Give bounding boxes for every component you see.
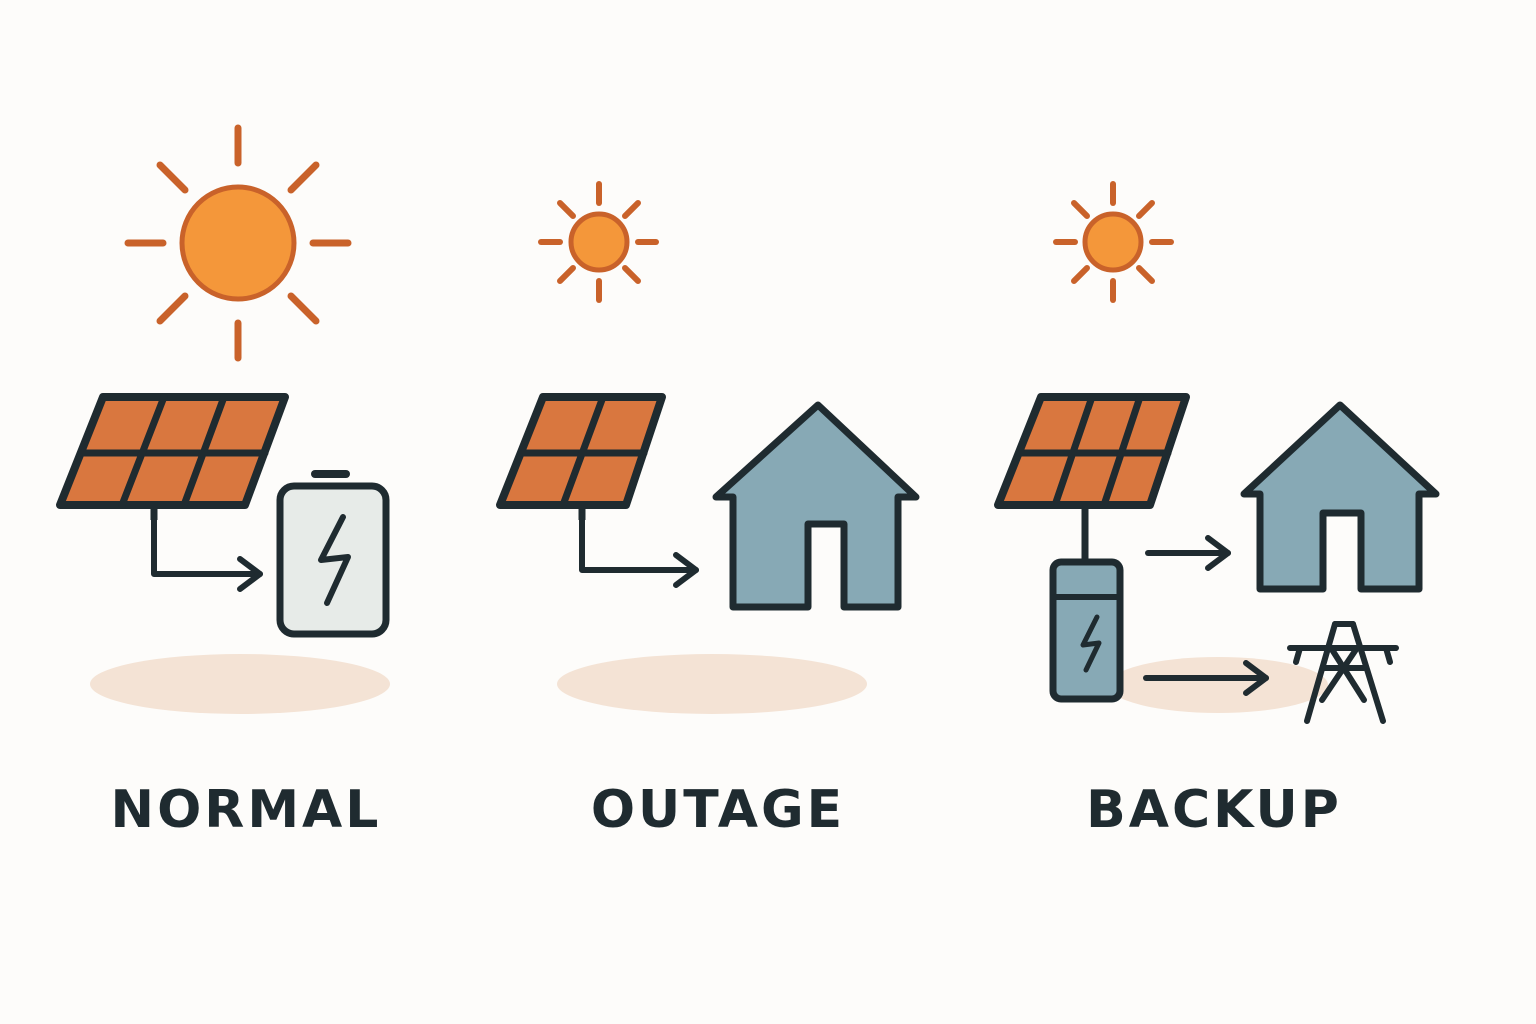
solar-panel-icon: [496, 393, 666, 520]
scenario-normal: [56, 124, 390, 714]
transmission-tower-icon: [1287, 621, 1399, 724]
scenario-backup: [994, 181, 1440, 724]
ground-shadow: [90, 654, 390, 714]
solar-panel-icon: [56, 393, 289, 520]
battery-icon: [1049, 558, 1124, 703]
sun-icon: [538, 181, 659, 303]
house-icon: [1240, 401, 1440, 593]
battery-icon: [276, 470, 390, 638]
ground-shadow: [1108, 657, 1328, 713]
lightning-icon: [318, 514, 351, 606]
sun-icon: [1053, 181, 1174, 303]
solar-panel-icon: [994, 393, 1190, 562]
ground-shadow: [557, 654, 867, 714]
scenario-label-backup: BACKUP: [1086, 780, 1342, 840]
scenario-outage: [496, 181, 920, 714]
flow-arrow-battery-to-grid: [1143, 660, 1269, 696]
scenario-label-normal: NORMAL: [110, 780, 382, 840]
scenario-label-outage: OUTAGE: [590, 780, 846, 840]
lightning-icon: [1080, 614, 1102, 673]
house-icon: [712, 401, 920, 611]
flow-arrow-panel-to-house: [579, 512, 699, 588]
sun-icon: [124, 124, 352, 362]
flow-arrow-panel-to-battery: [151, 512, 263, 592]
flow-arrow-battery-to-house: [1145, 535, 1231, 571]
